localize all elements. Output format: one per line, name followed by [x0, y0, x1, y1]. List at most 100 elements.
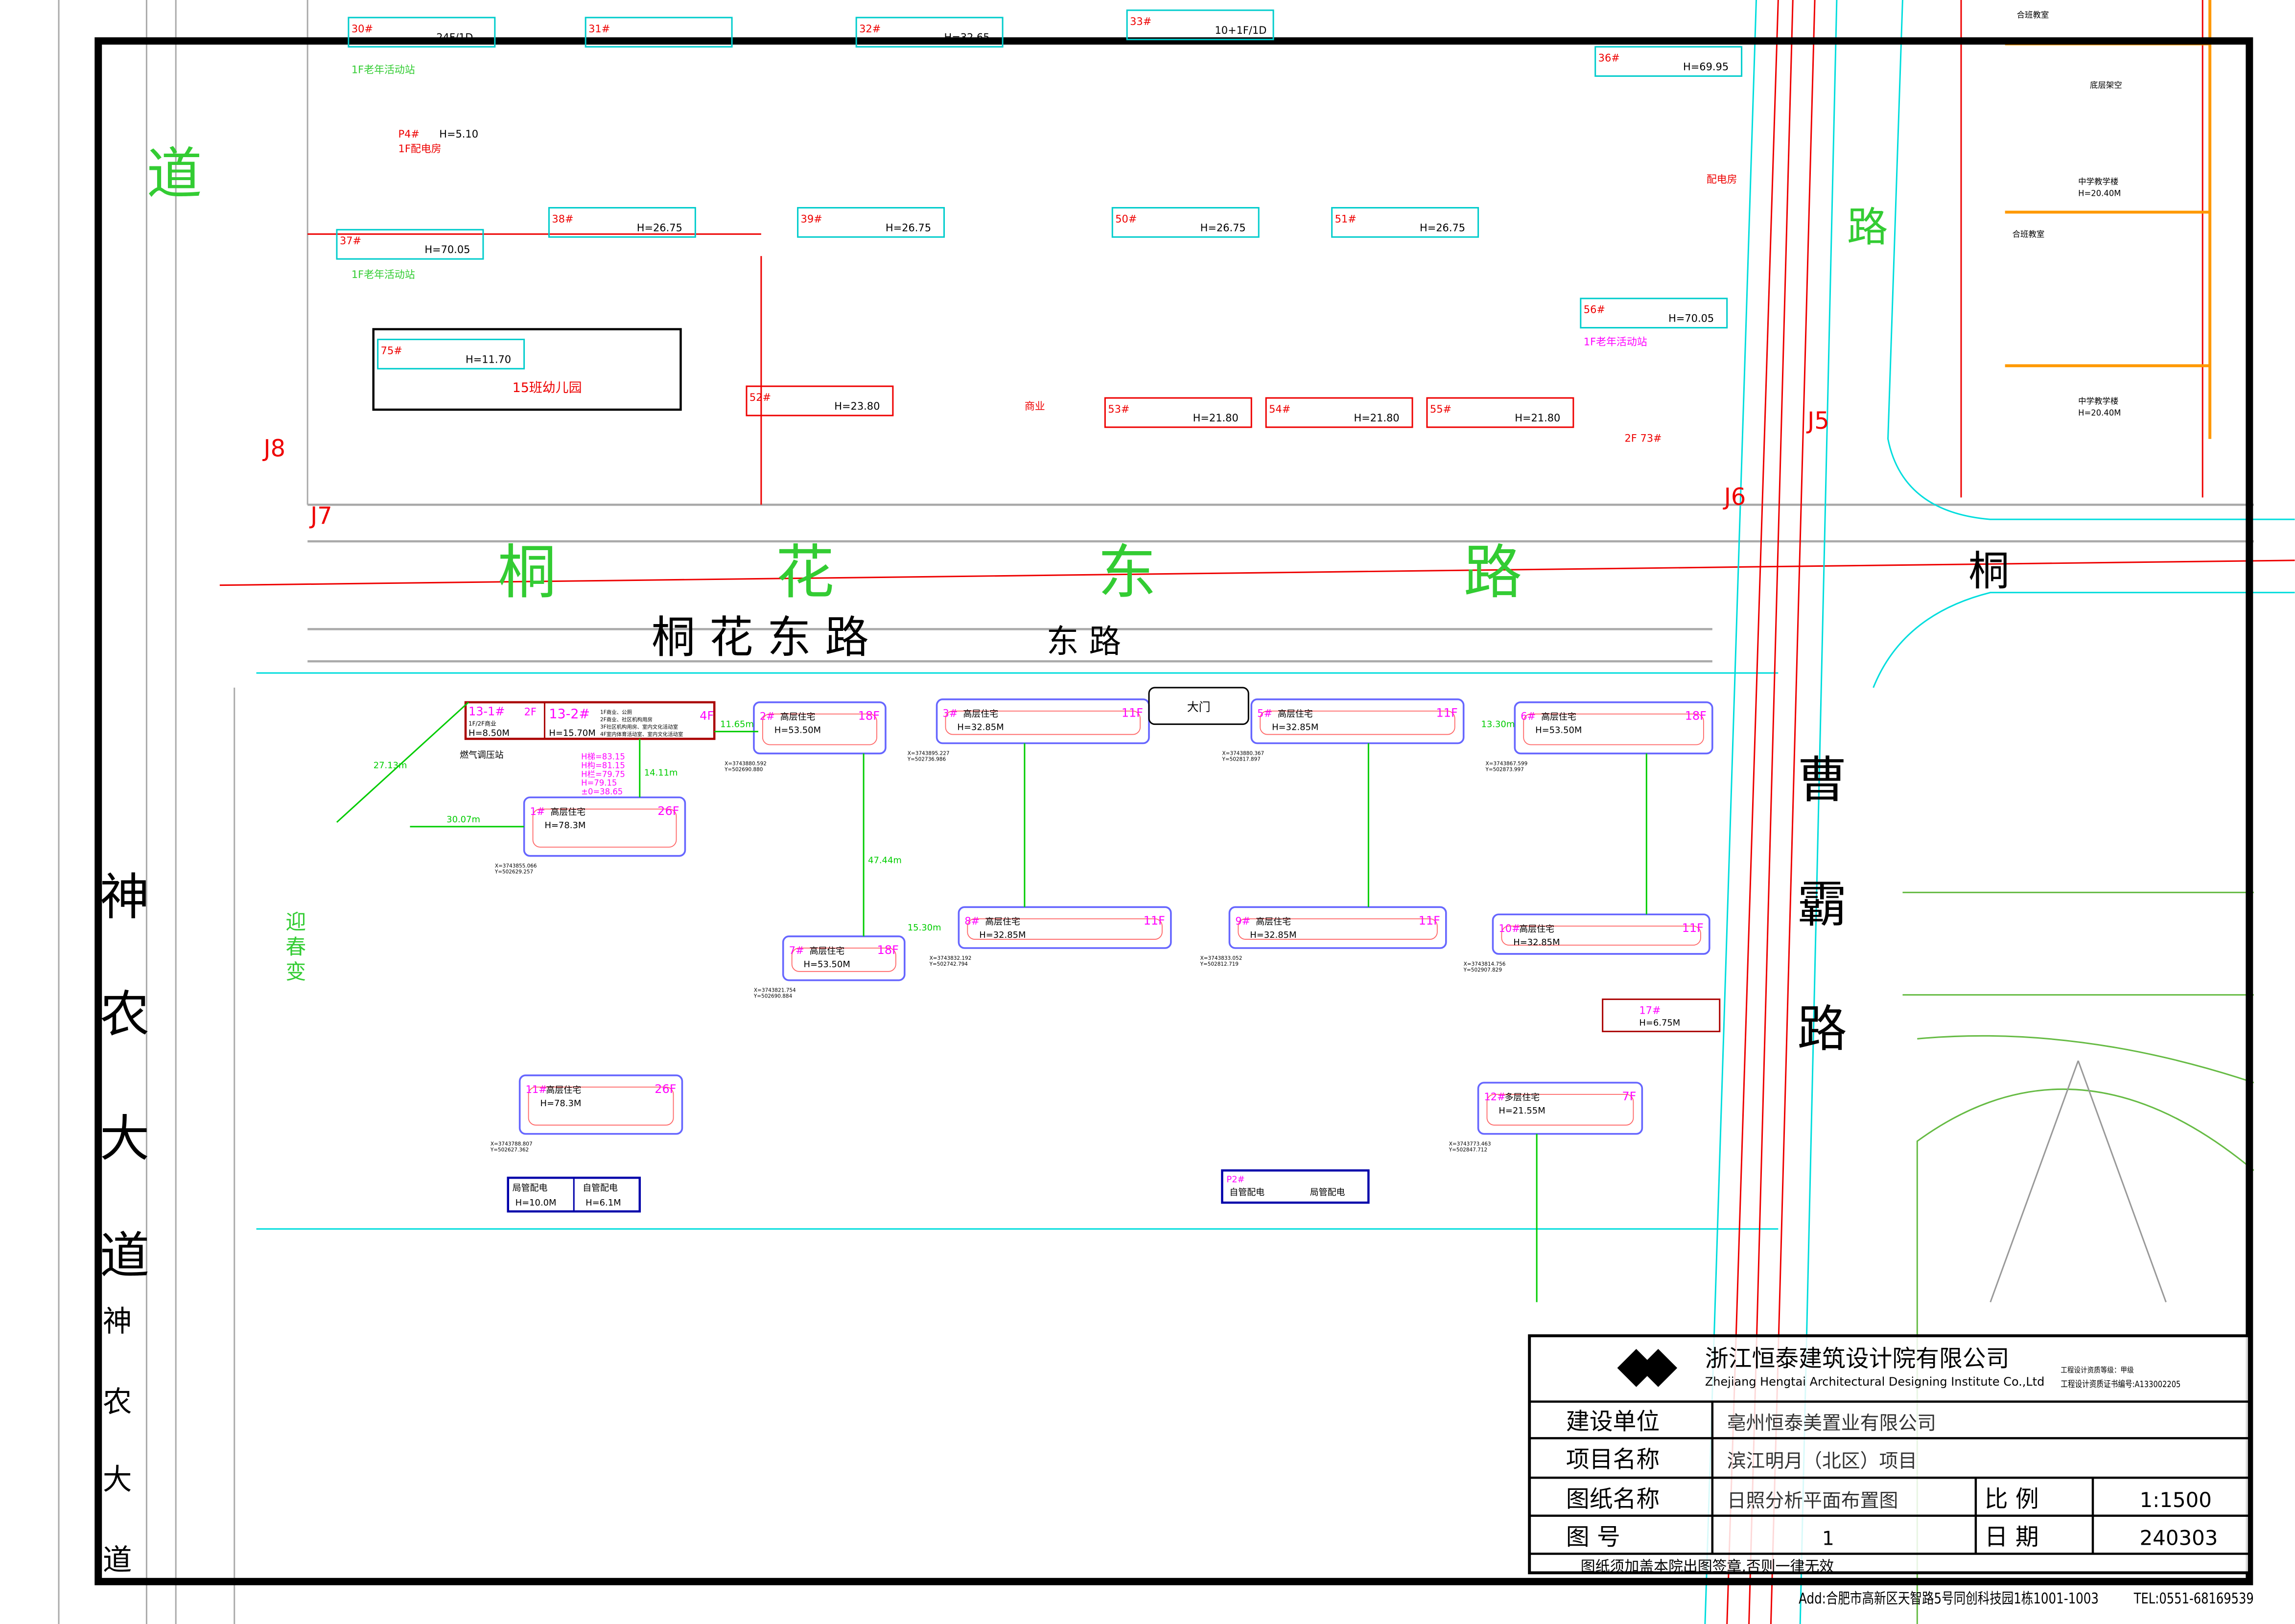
drawing-frame [94, 37, 2253, 1585]
building-13-2-label: 13-2# [549, 707, 590, 722]
building-outline [936, 698, 1150, 744]
road-label: 路 [1847, 203, 1888, 251]
building-label: 39# [801, 213, 822, 225]
coord-y: Y=502736.986 [907, 756, 946, 762]
drawing-name-value: 日照分析平面布置图 [1727, 1490, 1898, 1512]
p2-label: P2# [1226, 1174, 1244, 1184]
power-room-label: 局管配电 [513, 1183, 548, 1193]
building-label: 7# [789, 945, 804, 956]
coord-x: X=3743821.754 [754, 988, 796, 994]
building-label: 9# [1235, 915, 1250, 927]
coord-y: Y=502847.712 [1449, 1147, 1487, 1153]
road-label-caoba: 霸 [1797, 876, 1847, 933]
building-label: 55# [1430, 403, 1452, 415]
school-label: 合班教室 [2013, 230, 2045, 239]
company-phone: TEL:0551-68169539 [2133, 1590, 2254, 1607]
project-value: 滨江明月（北区）项目 [1727, 1450, 1917, 1472]
road-label: 道 [146, 142, 202, 207]
building-outline [746, 385, 894, 417]
coord-x: X=3743880.592 [725, 761, 767, 766]
building-13-1-floors: 2F [524, 706, 537, 718]
power-room-label: 自管配电 [1229, 1187, 1265, 1198]
building-label: 10# [1499, 923, 1520, 934]
road-labels: 道 路 桐 桐 花 东 路 桐 花 东 路 东 路 神 农 大 道 神 农 大 … [100, 142, 2010, 1578]
elderly-station-label: 1F老年活动站 [1584, 336, 1647, 348]
building-label: 54# [1269, 403, 1290, 415]
building-outline [782, 935, 906, 981]
coord-y: Y=502817.897 [1221, 756, 1260, 762]
building-label: 50# [1115, 213, 1137, 225]
building-13-2-use: 2F商业、社区机构用房 [600, 717, 653, 723]
building-13-1-use: 1F/2F商业 [468, 720, 496, 727]
north-buildings: 30#24F/1D31#32#H=32.6533#10+1F/1D36#H=69… [336, 9, 1743, 428]
coord-y: Y=502690.884 [753, 994, 793, 999]
distance-label: 47.44m [868, 856, 902, 866]
coord-x: X=3743788.807 [491, 1141, 533, 1147]
road-label-shennong: 道 [100, 1227, 150, 1285]
power-room-label: 局管配电 [1310, 1187, 1345, 1198]
distance-label: 11.65m [720, 719, 754, 730]
height-line: H构=81.15 [581, 761, 625, 770]
building-type: 高层住宅 [1278, 709, 1313, 719]
north-building-54: 54#H=21.80 [1265, 397, 1413, 428]
building-13-2-floors: 4F [700, 709, 714, 723]
building-17-height: H=6.75M [1639, 1018, 1680, 1028]
building-height: H=53.50M [804, 959, 850, 970]
date-value: 240303 [2140, 1526, 2218, 1550]
building-label: 37# [340, 235, 361, 247]
building-outline [1228, 906, 1447, 949]
north-building-50: 50#H=26.75 [1111, 207, 1260, 238]
road-label-dong: 东 路 [1047, 623, 1121, 660]
building-floors: 11F [1144, 914, 1165, 928]
building-13-2-use: 3F社区机构用房、室内文化活动室 [600, 724, 678, 730]
building-height: H=11.70 [466, 353, 511, 365]
building-73-label: 2F 73# [1624, 433, 1662, 444]
building-outline [1265, 397, 1413, 428]
building-outline [348, 17, 496, 48]
building-height: H=21.55M [1499, 1106, 1545, 1116]
building-outline [377, 338, 525, 370]
road-label-caoba: 路 [1797, 1000, 1847, 1058]
building-inner-outline [1523, 713, 1704, 745]
building-height: H=53.50M [1535, 725, 1582, 736]
coord-x: X=3743867.599 [1486, 761, 1528, 766]
coord-x: X=3743833.052 [1200, 955, 1242, 961]
building-label: 5# [1257, 708, 1272, 719]
coord-y: Y=502742.794 [929, 961, 968, 967]
drawing-name-label: 图纸名称 [1566, 1486, 1660, 1513]
building-7: 7# 高层住宅 18F H=53.50M X=3743821.754Y=502690.8… [753, 935, 906, 999]
building-floors: 18F [1685, 709, 1707, 723]
building-height: H=32.85M [1272, 722, 1318, 733]
building-height: 10+1F/1D [1215, 24, 1267, 36]
building-label: 33# [1130, 16, 1151, 27]
building-label: 52# [749, 392, 771, 403]
distance-label: 13.30m [1481, 719, 1515, 730]
height-line: H栏=79.75 [581, 769, 625, 779]
school-label: 合班教室 [2017, 10, 2049, 20]
road-label-tonghua: 东 [1098, 539, 1156, 607]
height-line: H=79.15 [581, 778, 617, 788]
substation-label: 迎 [285, 910, 306, 934]
kindergarten-label: 15班幼儿园 [513, 380, 582, 395]
road-label-shennong-small: 神 [103, 1305, 132, 1339]
building-type: 高层住宅 [809, 946, 844, 956]
height-line: ±0=38.65 [581, 787, 623, 796]
building-outline [855, 17, 1004, 48]
coord-x: X=3743773.463 [1449, 1141, 1491, 1147]
building-inner-outline [791, 948, 896, 972]
shop-label: 商业 [1025, 400, 1045, 412]
building-label: 51# [1335, 213, 1357, 225]
p4-name: 1F配电房 [398, 143, 442, 155]
school-height: H=20.40M [2078, 189, 2121, 198]
building-13-2-use: 1F商业、公厕 [600, 709, 632, 716]
school-labels: 合班教室 中学教学楼 H=20.40M 合班教室 中学教学楼 H=20.40M … [2013, 10, 2122, 418]
building-floors: 18F [877, 943, 899, 957]
building-floors: 11F [1436, 706, 1458, 720]
building-label: 8# [964, 915, 980, 927]
company-logo-icon [1639, 1349, 1678, 1387]
building-inner-outline [1260, 710, 1455, 735]
building-inner-outline [945, 710, 1141, 735]
building-label: 38# [552, 213, 573, 225]
qualification-grade: 工程设计资质等级：甲级 [2061, 1366, 2134, 1374]
